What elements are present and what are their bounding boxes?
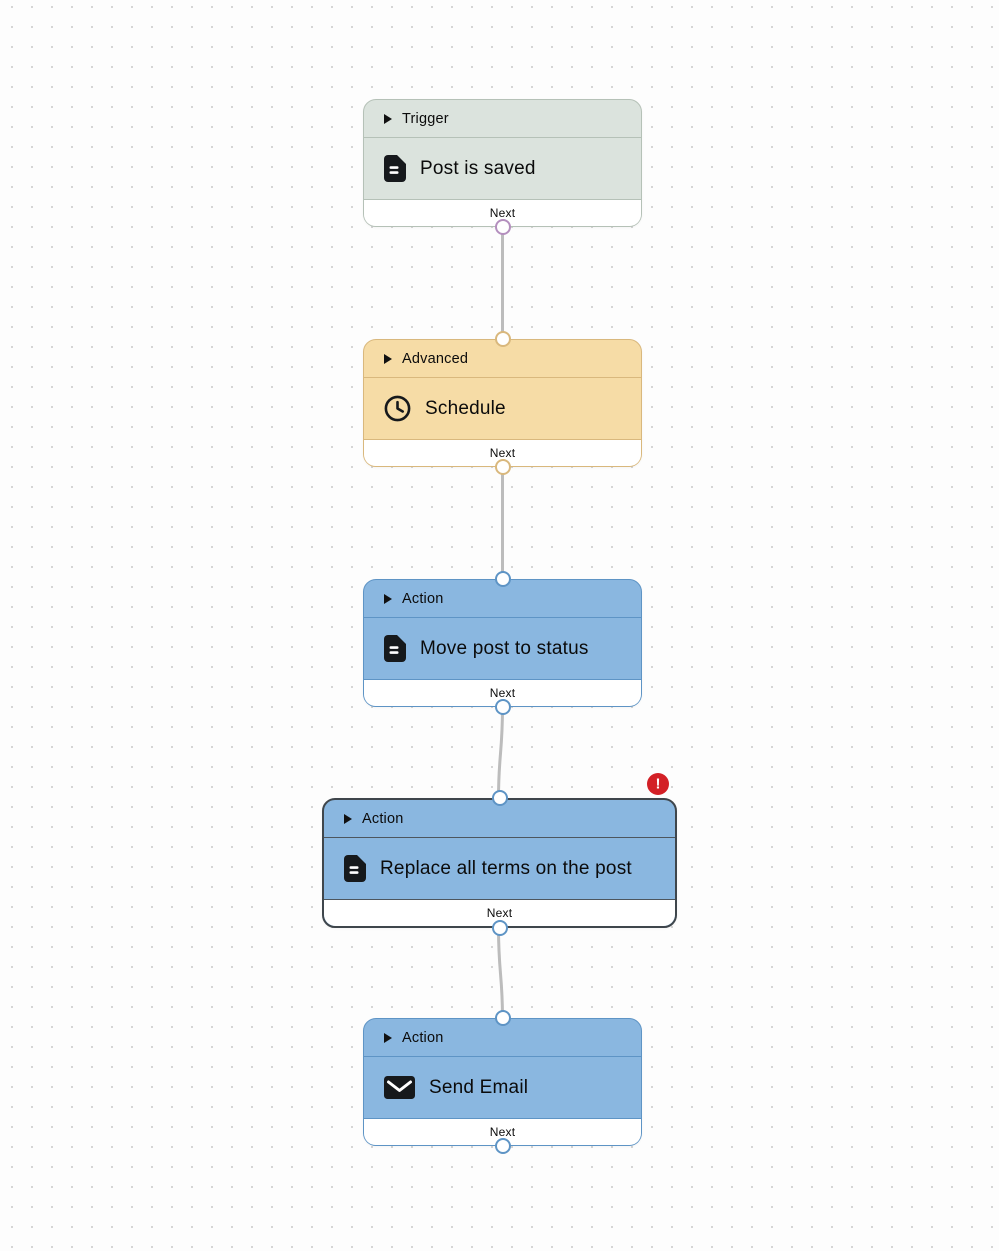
node-category-label: Action (402, 590, 444, 607)
expand-triangle-icon[interactable] (384, 113, 392, 124)
input-port[interactable] (494, 571, 511, 587)
node-body: Replace all terms on the post (324, 838, 675, 899)
document-icon (384, 155, 406, 182)
node-category-label: Trigger (402, 110, 449, 127)
workflow-node-schedule[interactable]: Advanced Schedule Next (363, 331, 642, 475)
input-port[interactable] (494, 331, 511, 347)
node-header: Action (324, 800, 675, 838)
workflow-node-send-email[interactable]: Action Send Email Next (363, 1010, 642, 1154)
node-header: Action (364, 1019, 641, 1057)
document-icon (384, 635, 406, 662)
node-body: Send Email (364, 1057, 641, 1118)
output-port[interactable] (494, 219, 511, 235)
expand-triangle-icon[interactable] (344, 813, 352, 824)
node-header: Advanced (364, 340, 641, 378)
input-port[interactable] (491, 790, 508, 806)
mail-icon (384, 1076, 415, 1099)
expand-triangle-icon[interactable] (384, 353, 392, 364)
node-category-label: Action (362, 810, 404, 827)
node-title: Replace all terms on the post (380, 857, 632, 879)
expand-triangle-icon[interactable] (384, 1032, 392, 1043)
next-port-label: Next (489, 1125, 516, 1139)
node-header: Trigger (364, 100, 641, 138)
node-body: Schedule (364, 378, 641, 439)
workflow-node-replace-all-terms-on-the-post[interactable]: ! Action Replace all terms on the post N… (322, 773, 677, 936)
next-port-label: Next (489, 206, 516, 220)
output-port[interactable] (494, 1138, 511, 1154)
output-port[interactable] (494, 459, 511, 475)
expand-triangle-icon[interactable] (384, 593, 392, 604)
output-port[interactable] (491, 920, 508, 936)
node-body: Post is saved (364, 138, 641, 199)
node-title: Move post to status (420, 637, 589, 659)
error-exclamation: ! (655, 775, 661, 792)
error-badge[interactable]: ! (647, 773, 669, 795)
next-port-label: Next (486, 906, 513, 920)
input-port[interactable] (494, 1010, 511, 1026)
document-icon (344, 855, 366, 882)
connector-edge[interactable] (497, 926, 504, 1020)
node-category-label: Advanced (402, 350, 469, 367)
next-port-label: Next (489, 446, 516, 460)
node-body: Move post to status (364, 618, 641, 679)
clock-icon (384, 395, 411, 422)
workflow-node-move-post-to-status[interactable]: Action Move post to status Next (363, 571, 642, 715)
node-title: Post is saved (420, 157, 536, 179)
next-port-label: Next (489, 686, 516, 700)
node-title: Schedule (425, 397, 506, 419)
connector-edge[interactable] (497, 705, 504, 800)
node-header: Action (364, 580, 641, 618)
node-title: Send Email (429, 1076, 529, 1098)
output-port[interactable] (494, 699, 511, 715)
node-category-label: Action (402, 1029, 444, 1046)
workflow-node-post-is-saved[interactable]: Trigger Post is saved Next (363, 99, 642, 235)
